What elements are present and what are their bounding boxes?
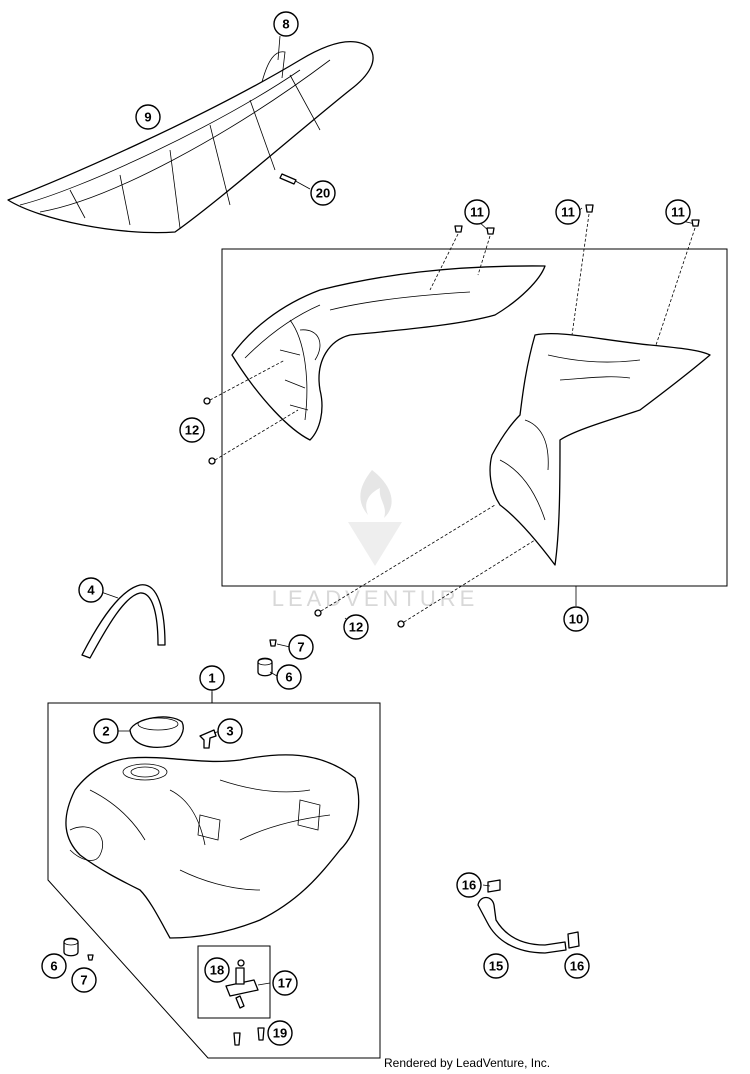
callout-11-b: 11 — [555, 199, 581, 225]
callout-6-a: 6 — [276, 664, 302, 690]
svg-text:9: 9 — [144, 110, 151, 125]
svg-text:16: 16 — [570, 959, 584, 974]
side-panels-group-frame — [221, 248, 728, 587]
svg-text:2: 2 — [102, 724, 109, 739]
fuel-cap[interactable] — [116, 716, 184, 748]
svg-text:6: 6 — [50, 959, 57, 974]
svg-text:17: 17 — [278, 976, 292, 991]
callout-16-a: 16 — [456, 872, 482, 898]
svg-text:10: 10 — [569, 612, 583, 627]
svg-text:7: 7 — [297, 640, 304, 655]
svg-text:19: 19 — [273, 1026, 287, 1041]
watermark-v-icon — [348, 522, 402, 566]
callout-15: 15 — [483, 953, 509, 979]
svg-text:11: 11 — [470, 205, 484, 220]
svg-text:12: 12 — [185, 423, 199, 438]
svg-text:12: 12 — [349, 620, 363, 635]
fuel-tap[interactable] — [225, 959, 259, 1009]
callout-10: 10 — [563, 606, 589, 632]
fuel-tank[interactable] — [65, 754, 360, 939]
callout-11-a: 11 — [464, 199, 490, 225]
seat[interactable] — [7, 41, 374, 234]
svg-text:11: 11 — [671, 205, 685, 220]
right-side-panel[interactable] — [489, 332, 711, 566]
watermark-flame-icon — [360, 470, 392, 518]
svg-text:7: 7 — [80, 973, 87, 988]
callout-8: 8 — [273, 11, 299, 37]
callout-11-c: 11 — [665, 199, 691, 225]
callout-19: 19 — [267, 1020, 293, 1046]
callout-20: 20 — [310, 180, 336, 206]
svg-text:8: 8 — [282, 17, 289, 32]
left-side-panel[interactable] — [231, 265, 546, 441]
svg-text:18: 18 — [210, 963, 224, 978]
callout-12-a: 12 — [179, 417, 205, 443]
svg-text:6: 6 — [285, 670, 292, 685]
svg-text:3: 3 — [226, 724, 233, 739]
svg-text:20: 20 — [316, 186, 330, 201]
svg-text:1: 1 — [208, 671, 215, 686]
callout-6-b: 6 — [41, 953, 67, 979]
callout-16-b: 16 — [564, 953, 590, 979]
callout-12-b: 12 — [343, 614, 369, 640]
svg-text:16: 16 — [462, 878, 476, 893]
breather-hose[interactable] — [81, 584, 166, 659]
callout-7-a: 7 — [288, 634, 314, 660]
render-credit: Rendered by LeadVenture, Inc. — [384, 1056, 551, 1070]
callout-17: 17 — [272, 970, 298, 996]
callout-7-b: 7 — [71, 967, 97, 993]
watermark-text: LEADVENTURE — [272, 586, 479, 611]
svg-text:15: 15 — [489, 959, 503, 974]
fuel-hose[interactable] — [477, 879, 580, 954]
callout-1: 1 — [199, 665, 225, 691]
callout-9: 9 — [135, 104, 161, 130]
svg-text:11: 11 — [561, 205, 575, 220]
fuel-tank-group-frame — [47, 692, 381, 1059]
callout-2: 2 — [93, 718, 119, 744]
fuel-pump-group-frame — [197, 945, 271, 1019]
watermark: LEADVENTURE — [272, 470, 479, 611]
svg-text:4: 4 — [87, 583, 95, 598]
callout-4: 4 — [78, 577, 104, 603]
screws-12 — [193, 359, 577, 628]
callout-18: 18 — [204, 957, 230, 983]
callout-3: 3 — [217, 718, 243, 744]
